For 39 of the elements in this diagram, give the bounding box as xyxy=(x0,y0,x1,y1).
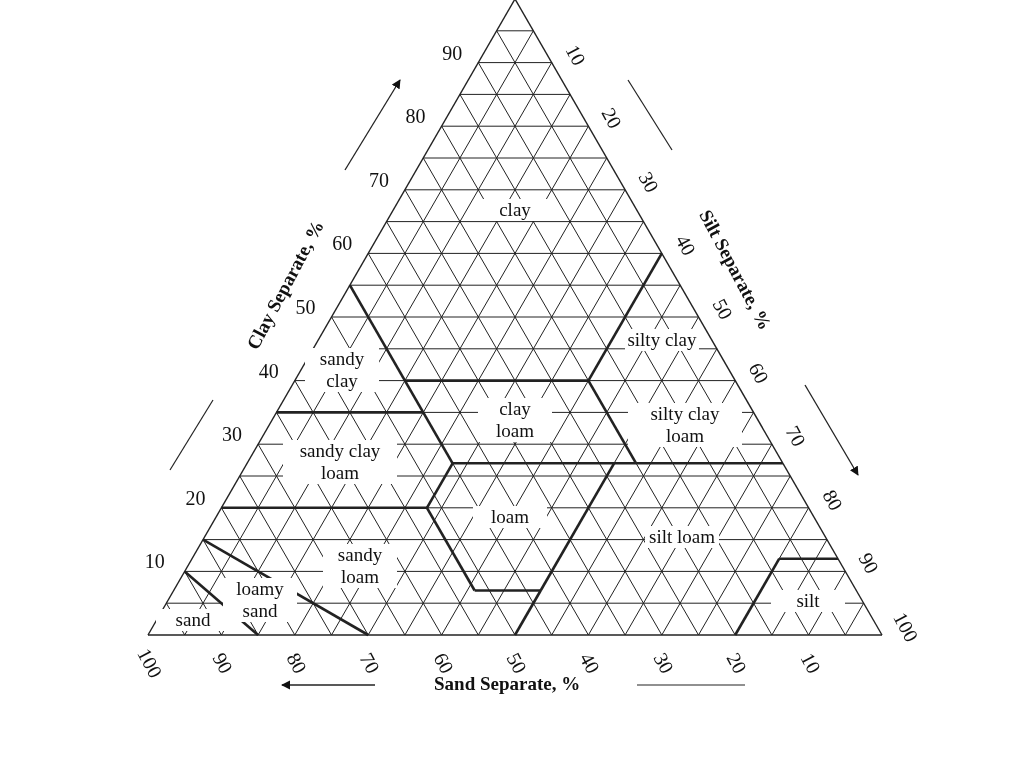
tick-label: 70 xyxy=(368,169,389,190)
tick-label: 20 xyxy=(723,649,751,677)
tick-label: 30 xyxy=(650,649,678,677)
tick-label: 70 xyxy=(782,422,810,450)
tick-label: 60 xyxy=(745,359,773,387)
tick-label: 20 xyxy=(185,487,206,508)
tick-label: 50 xyxy=(503,649,531,677)
region-label: sandy clay xyxy=(305,348,379,392)
tick-label: 100 xyxy=(134,645,166,681)
tick-label: 60 xyxy=(430,649,458,677)
region-label: sand xyxy=(156,609,230,631)
region-label: loam xyxy=(473,506,547,528)
tick-label: 40 xyxy=(258,360,279,381)
region-label: silt xyxy=(771,590,845,612)
tick-label: 100 xyxy=(890,609,922,645)
tick-label: 90 xyxy=(209,649,237,677)
tick-label: 80 xyxy=(405,106,426,127)
axis-title: Sand Separate, % xyxy=(434,674,581,694)
region-label: loamy sand xyxy=(223,578,297,622)
tick-label: 40 xyxy=(672,231,700,259)
region-label: sandy loam xyxy=(323,544,397,588)
tick-label: 60 xyxy=(332,233,353,254)
region-label: sandy clay loam xyxy=(283,440,397,484)
region-label: silty clay xyxy=(625,329,699,351)
tick-label: 10 xyxy=(797,649,825,677)
region-label: silt loam xyxy=(645,526,719,548)
tick-label: 10 xyxy=(562,41,590,69)
tick-label: 30 xyxy=(222,424,243,445)
region-label: silty clay loam xyxy=(628,403,742,447)
tick-label: 80 xyxy=(283,649,311,677)
tick-label: 80 xyxy=(819,486,847,514)
tick-label: 10 xyxy=(144,551,165,572)
region-label: clay loam xyxy=(478,398,552,442)
tick-label: 30 xyxy=(635,168,663,196)
tick-label: 90 xyxy=(442,42,463,63)
tick-label: 70 xyxy=(356,649,384,677)
tick-label: 90 xyxy=(855,549,883,577)
tick-label: 40 xyxy=(576,649,604,677)
tick-label: 20 xyxy=(598,104,626,132)
